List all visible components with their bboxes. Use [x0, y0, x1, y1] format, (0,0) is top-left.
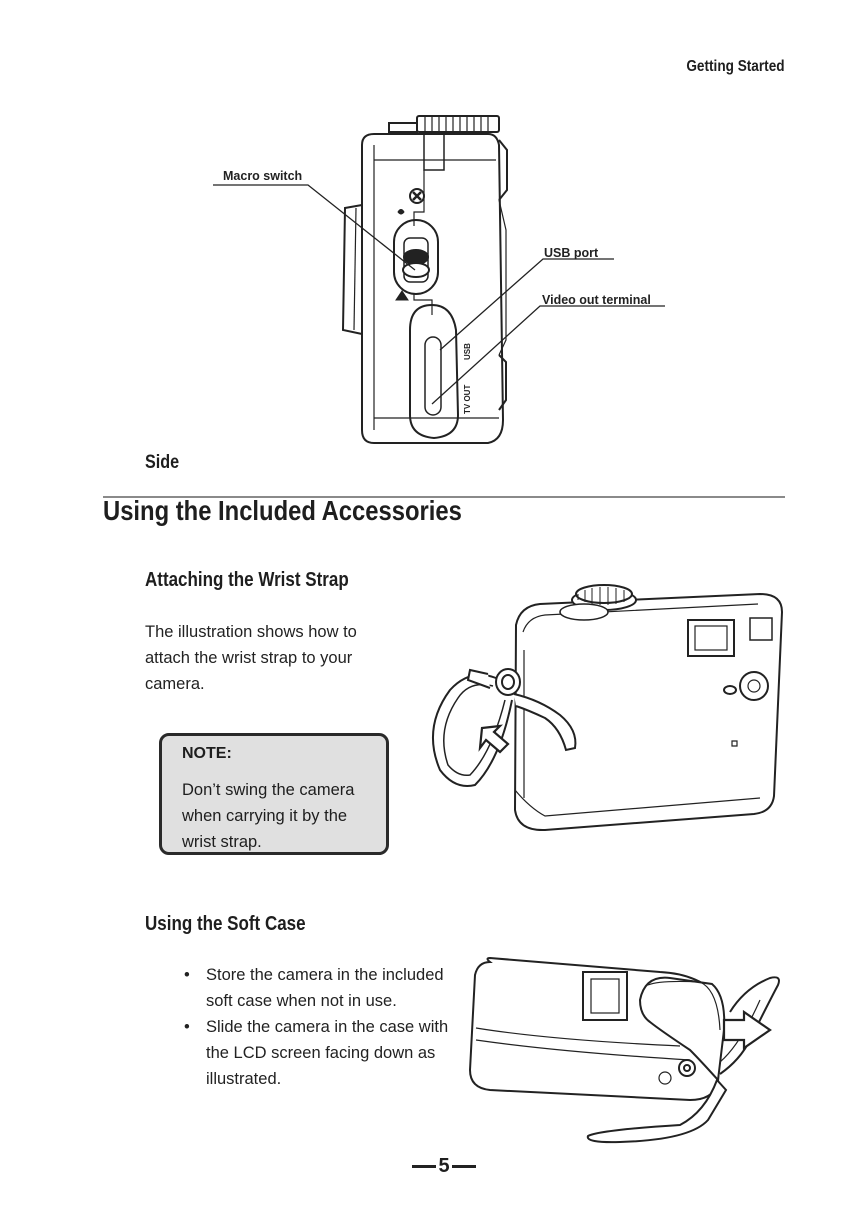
page-number: 5 — [0, 1155, 868, 1178]
dash-left — [412, 1165, 437, 1169]
subsection-title-soft-case: Using the Soft Case — [145, 913, 306, 935]
note-label: NOTE: — [182, 745, 232, 762]
wrist-strap-text: The illustration shows how to attach the… — [145, 623, 357, 693]
running-header: Getting Started — [686, 58, 785, 75]
body-label-tv-out: TV OUT — [463, 385, 472, 414]
subsection-title-wrist-strap: Attaching the Wrist Strap — [145, 569, 349, 591]
list-item: • Slide the camera in the case with the … — [184, 1014, 459, 1092]
callout-video-out: Video out terminal — [542, 293, 651, 307]
figure-caption-side: Side — [145, 452, 180, 473]
body-label-usb: USB — [463, 343, 472, 360]
camera-side-illustration: Macro switch USB port Video out terminal… — [213, 115, 665, 444]
list-item: • Store the camera in the included soft … — [184, 962, 459, 1014]
soft-case-bullet-list: • Store the camera in the included soft … — [184, 962, 459, 1092]
note-text: Don’t swing the camera when carrying it … — [182, 781, 355, 851]
bullet-marker: • — [184, 1018, 190, 1036]
bullet-marker: • — [184, 966, 190, 984]
section-title: Using the Included Accessories — [103, 495, 462, 526]
note-box: NOTE: Don’t swing the camera when carryi… — [159, 733, 389, 855]
dash-right — [451, 1165, 476, 1169]
callout-macro-switch: Macro switch — [223, 169, 302, 183]
callout-usb-port: USB port — [544, 246, 599, 260]
section-divider — [103, 496, 785, 498]
